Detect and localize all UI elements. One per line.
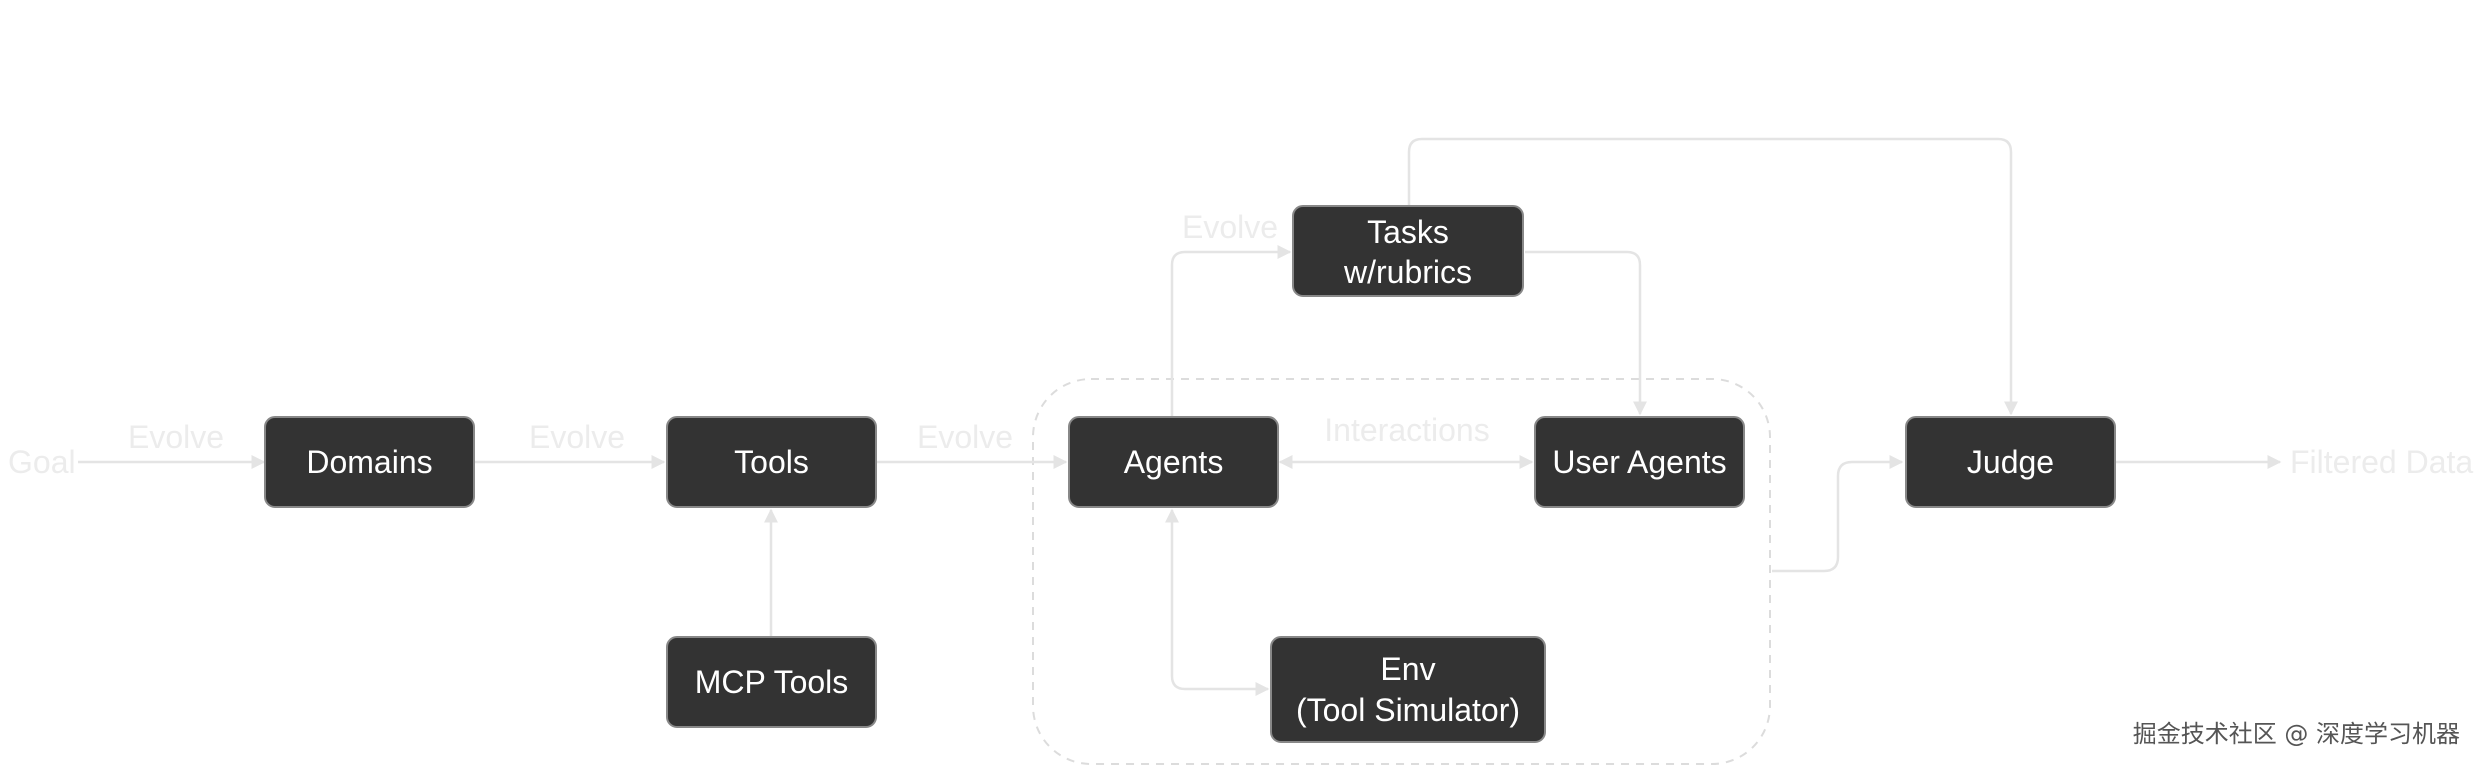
node-agents-label: Agents <box>1124 444 1224 480</box>
node-user-agents-label: User Agents <box>1552 444 1726 480</box>
node-env-label-line1: Env <box>1380 651 1435 687</box>
watermark-text: 掘金技术社区 @ 深度学习机器 <box>2133 720 2460 748</box>
interactions-label: Interactions <box>1324 412 1489 448</box>
edge-group-to-judge <box>1772 455 1904 573</box>
node-tasks-label-line2: w/rubrics <box>1343 254 1472 290</box>
node-judge-label: Judge <box>1967 444 2054 480</box>
edge-agents-env <box>1165 508 1270 696</box>
goal-label: Goal <box>8 444 76 480</box>
evolve-label-agents-tasks: Evolve <box>1182 209 1278 245</box>
node-mcp-tools: MCP Tools <box>666 636 877 728</box>
node-tasks: Tasks w/rubrics <box>1292 205 1524 297</box>
edge-agents-to-tasks <box>1170 245 1292 416</box>
node-tools-label: Tools <box>734 444 809 480</box>
node-judge: Judge <box>1905 416 2116 508</box>
node-domains-label: Domains <box>306 444 432 480</box>
node-tasks-label-line1: Tasks <box>1367 214 1449 250</box>
evolve-label-domains-tools: Evolve <box>529 419 625 455</box>
node-env: Env (Tool Simulator) <box>1270 636 1546 743</box>
node-mcp-tools-label: MCP Tools <box>695 664 849 700</box>
node-env-label-line2: (Tool Simulator) <box>1296 692 1520 728</box>
evolve-label-goal-domains: Evolve <box>128 419 224 455</box>
node-agents: Agents <box>1068 416 1279 508</box>
evolve-label-tools-agents: Evolve <box>917 419 1013 455</box>
edge-tasks-to-judge <box>1407 137 2018 416</box>
filtered-data-label: Filtered Data <box>2290 444 2473 480</box>
node-user-agents: User Agents <box>1534 416 1745 508</box>
agent-env-group-box <box>1032 378 1771 765</box>
node-domains: Domains <box>264 416 475 508</box>
edge-tasks-to-user-agents <box>1525 250 1647 416</box>
node-tools: Tools <box>666 416 877 508</box>
